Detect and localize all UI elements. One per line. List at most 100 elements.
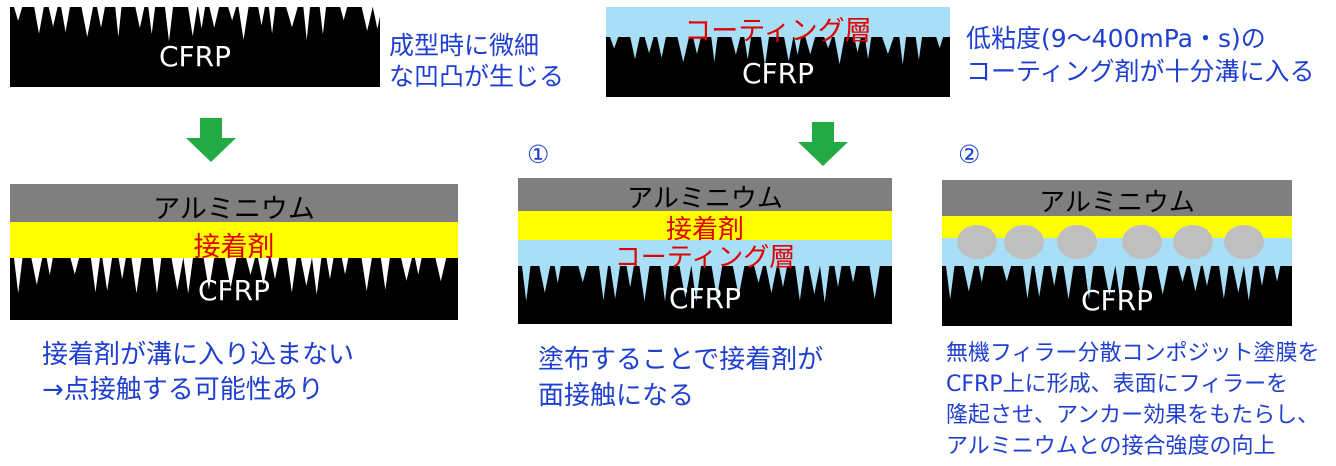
groove: [1189, 266, 1201, 292]
groove: [978, 266, 985, 283]
adhesive-layer: [10, 222, 458, 258]
groove: [341, 258, 349, 275]
groove: [14, 258, 23, 294]
filler-particle: [1224, 225, 1264, 259]
cfrp-label: CFRP: [159, 40, 231, 73]
groove: [90, 258, 100, 293]
groove: [14, 7, 23, 21]
groove: [1103, 266, 1116, 297]
groove: [258, 7, 265, 26]
note-low-viscosity-line1: 低粘度(9～400mPa・s)の: [966, 24, 1266, 53]
groove: [1022, 266, 1032, 299]
adhesive-label: 接着剤: [193, 232, 275, 263]
groove: [1115, 266, 1125, 300]
groove: [131, 258, 142, 294]
filler-particle: [1122, 225, 1162, 259]
groove: [203, 258, 215, 290]
groove: [1002, 266, 1012, 282]
groove: [946, 266, 955, 300]
adhesive-only-diagram: アルミニウム 接着剤 CFRP: [10, 184, 458, 320]
note-roughness: 成型時に微細 な凹凸が生じる: [389, 30, 564, 92]
groove: [97, 7, 105, 28]
groove: [677, 37, 690, 63]
groove: [805, 37, 816, 55]
groove: [784, 37, 794, 62]
groove: [31, 258, 43, 285]
groove: [554, 266, 561, 284]
groove: [915, 37, 923, 60]
groove: [1244, 266, 1254, 301]
groove: [268, 7, 276, 34]
groove: [522, 266, 531, 302]
groove: [882, 37, 894, 55]
groove: [198, 7, 206, 29]
cfrp-label: CFRP: [1081, 284, 1153, 317]
groove: [869, 266, 880, 300]
groove: [711, 37, 718, 62]
coating-layer-label: コーティング層: [684, 16, 872, 47]
aluminum-label: アルミニウム: [153, 194, 315, 225]
groove: [795, 266, 805, 301]
unfilled-grooves: [14, 258, 447, 295]
marker-2: ②: [958, 140, 981, 169]
groove: [286, 7, 298, 28]
groove: [1202, 266, 1212, 287]
groove: [115, 7, 122, 37]
filler-particles: [957, 225, 1264, 259]
groove: [148, 7, 156, 35]
groove: [380, 258, 390, 290]
coating-filled-grooves: [946, 266, 1281, 301]
groove: [1050, 266, 1058, 287]
aluminum-layer: [942, 180, 1292, 216]
filler-composite-diagram: アルミニウム CFRP: [942, 180, 1292, 326]
down-arrow-left: [186, 118, 236, 162]
groove: [118, 258, 126, 280]
groove: [660, 266, 670, 302]
groove: [578, 266, 588, 283]
groove: [188, 7, 198, 37]
groove: [1034, 266, 1045, 297]
groove: [164, 7, 174, 42]
groove: [778, 266, 788, 288]
groove: [693, 37, 701, 55]
cfrp-surface-diagram: CFRP: [10, 7, 380, 87]
note-low-viscosity-line2: コーティング剤が十分溝に入る: [966, 57, 1315, 86]
cfrp-label: CFRP: [669, 282, 741, 315]
groove: [238, 7, 249, 40]
note-surface-contact: 塗布することで接着剤が 面接触になる: [538, 342, 823, 414]
groove: [435, 258, 447, 282]
groove: [1063, 266, 1074, 300]
groove: [598, 266, 608, 301]
groove: [70, 258, 80, 275]
aluminum-label: アルミニウム: [1039, 188, 1195, 218]
groove: [81, 7, 94, 38]
coating-filled-grooves: [522, 266, 880, 303]
groove: [246, 258, 255, 275]
groove: [834, 266, 842, 288]
cfrp-label: CFRP: [198, 274, 270, 307]
groove: [849, 266, 857, 283]
groove: [731, 37, 741, 55]
groove: [361, 258, 372, 292]
groove: [765, 266, 777, 293]
groove: [46, 258, 53, 276]
note-surface-contact-line2: 面接触になる: [538, 381, 695, 411]
groove: [539, 266, 551, 293]
coated-cfrp-diagram: コーティング層 CFRP: [606, 7, 950, 97]
groove: [610, 37, 619, 49]
groove: [171, 258, 184, 291]
note-anchor-effect-line4: アルミニウムとの接合強度の向上: [946, 434, 1276, 459]
note-point-contact-line1: 接着剤が溝に入り込まない: [42, 340, 355, 370]
groove: [183, 258, 193, 294]
groove: [824, 37, 833, 49]
groove: [257, 258, 269, 285]
adhesive-label: 接着剤: [665, 215, 744, 245]
groove: [744, 37, 752, 60]
groove: [361, 7, 373, 31]
groove: [1273, 266, 1281, 282]
groove: [34, 7, 44, 34]
groove: [401, 258, 412, 281]
groove: [152, 258, 162, 294]
groove: [1156, 266, 1169, 295]
cfrp-surface-roughness: [14, 7, 380, 42]
